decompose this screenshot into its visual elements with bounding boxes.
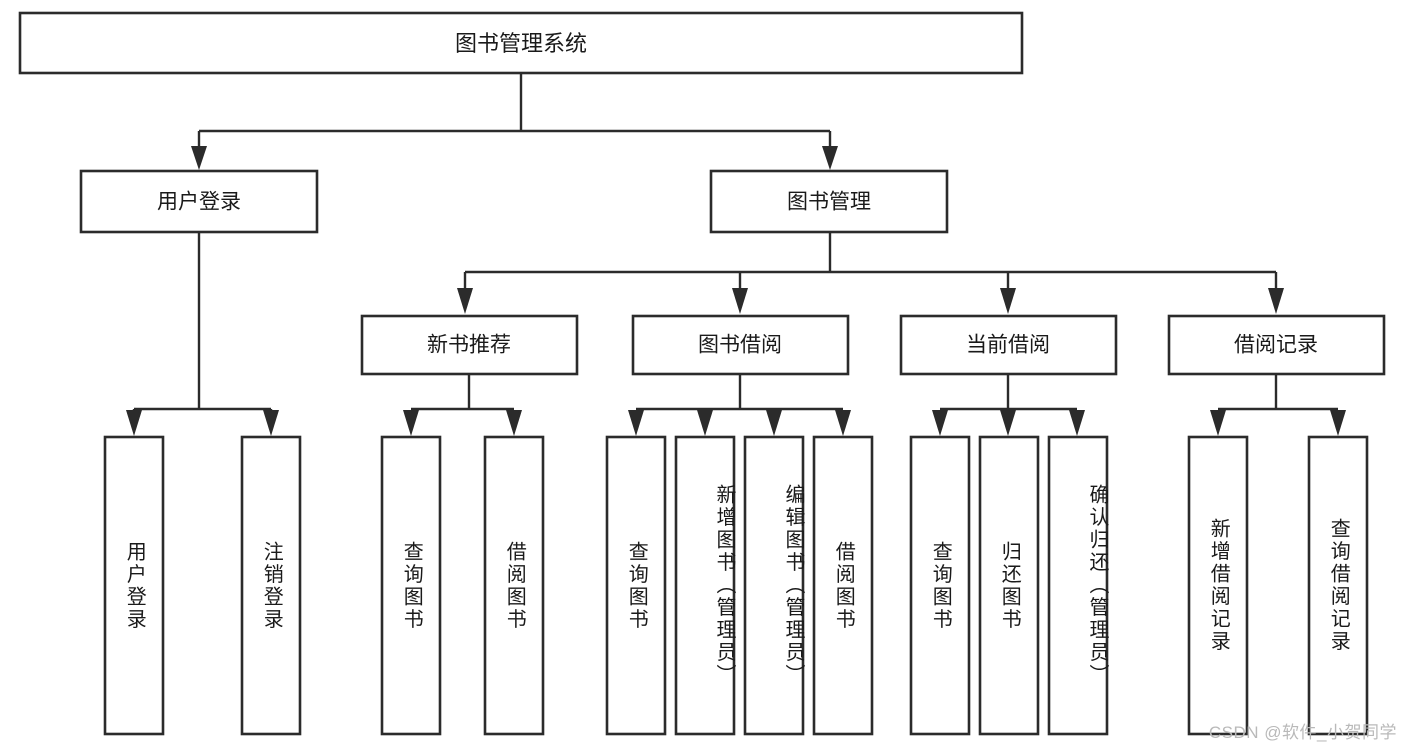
connector-group-user-login (126, 232, 279, 436)
new-book-recommend-label: 新书推荐 (427, 334, 511, 357)
user-login-label: 用户登录 (157, 191, 241, 214)
node-user-login[interactable]: 用户登录 (79, 169, 319, 234)
arrow-leaf-query-borrow-record (1330, 410, 1346, 436)
connector-group-new-book-recommend (403, 374, 522, 436)
connector-group-current-borrow (932, 374, 1085, 436)
leaf-confirm-return-admin-box[interactable] (1047, 435, 1109, 736)
node-root[interactable]: 图书管理系统 (18, 11, 1024, 75)
leaf-boxes-borrow-record (1187, 435, 1369, 736)
arrow-to-current-borrow (1000, 288, 1016, 314)
arrow-to-book-management (822, 146, 838, 170)
node-new-book-recommend[interactable]: 新书推荐 (360, 314, 579, 376)
arrow-to-borrow-record (1268, 288, 1284, 314)
root-node-box[interactable] (18, 11, 1024, 75)
leaf-boxes-new-book-recommend (380, 435, 545, 736)
csdn-watermark: CSDN @软件_小贺同学 (1208, 723, 1397, 742)
borrow-record-box[interactable] (1167, 314, 1386, 376)
arrow-leaf-borrow-book-2 (835, 410, 851, 436)
arrow-leaf-borrow-book-1 (506, 410, 522, 436)
new-book-recommend-box[interactable] (360, 314, 579, 376)
leaf-query-borrow-record-box[interactable] (1307, 435, 1369, 736)
current-borrow-label: 当前借阅 (966, 334, 1050, 357)
leaf-boxes-current-borrow (909, 435, 1109, 736)
arrow-leaf-add-borrow-record (1210, 410, 1226, 436)
leaf-user-login-box[interactable] (103, 435, 165, 736)
arrow-leaf-add-book-admin (697, 410, 713, 436)
connector-group-borrow-record (1210, 374, 1346, 436)
leaf-query-book-2-box[interactable] (605, 435, 667, 736)
arrow-leaf-edit-book-admin (766, 410, 782, 436)
leaf-add-book-admin-box[interactable] (674, 435, 736, 736)
current-borrow-box[interactable] (899, 314, 1118, 376)
leaf-boxes-book-borrow (605, 435, 874, 736)
leaf-query-book-3-box[interactable] (909, 435, 971, 736)
arrow-to-new-book-recommend (457, 288, 473, 314)
node-borrow-record[interactable]: 借阅记录 (1167, 314, 1386, 376)
arrow-leaf-query-book-3 (932, 410, 948, 436)
arrow-leaf-confirm-return-admin (1069, 410, 1085, 436)
node-current-borrow[interactable]: 当前借阅 (899, 314, 1118, 376)
arrow-leaf-logout (263, 410, 279, 436)
leaf-add-borrow-record-box[interactable] (1187, 435, 1249, 736)
leaf-logout-box[interactable] (240, 435, 302, 736)
user-login-box[interactable] (79, 169, 319, 234)
arrow-to-user-login (191, 146, 207, 170)
leaf-return-book-box[interactable] (978, 435, 1040, 736)
book-borrow-label: 图书借阅 (698, 334, 782, 357)
borrow-record-label: 借阅记录 (1234, 334, 1318, 357)
leaf-borrow-book-1-box[interactable] (483, 435, 545, 736)
leaf-edit-book-admin-box[interactable] (743, 435, 805, 736)
connector-group-book-management (457, 232, 1284, 314)
leaf-boxes-user-login (103, 435, 302, 736)
book-borrow-box[interactable] (631, 314, 850, 376)
leaf-borrow-book-2-box[interactable] (812, 435, 874, 736)
connector-group-root (191, 73, 838, 170)
arrow-leaf-return-book (1000, 410, 1016, 436)
arrow-leaf-user-login (126, 410, 142, 436)
connector-group-book-borrow (628, 374, 851, 436)
arrow-leaf-query-book-1 (403, 410, 419, 436)
arrow-leaf-query-book-2 (628, 410, 644, 436)
arrow-to-book-borrow (732, 288, 748, 314)
book-management-label: 图书管理 (787, 191, 871, 214)
leaf-query-book-1-box[interactable] (380, 435, 442, 736)
node-book-borrow[interactable]: 图书借阅 (631, 314, 850, 376)
node-book-management[interactable]: 图书管理 (709, 169, 949, 234)
book-management-box[interactable] (709, 169, 949, 234)
root-node-label: 图书管理系统 (455, 31, 587, 56)
